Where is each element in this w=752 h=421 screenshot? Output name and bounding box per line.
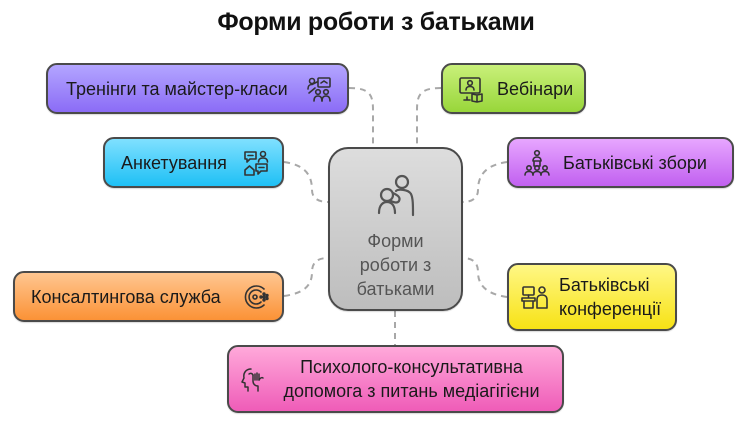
monitor-person-book-icon (457, 75, 485, 103)
head-hand-icon (239, 365, 267, 393)
conferences-label-line1: Батьківські (559, 275, 650, 295)
psych-label: Психолого-консультативна допомога з питан… (275, 355, 548, 403)
consulting-logo-icon (242, 283, 270, 311)
consulting-label: Консалтингова служба (31, 286, 221, 307)
psych-label-line1: Психолого-консультативна (300, 357, 523, 377)
node-consulting[interactable]: Консалтингова служба (13, 271, 284, 322)
node-parent-meetings[interactable]: Батьківські збори (507, 137, 734, 188)
diagram-title: Форми роботи з батьками (217, 8, 535, 36)
webinars-label: Вебінари (497, 78, 574, 99)
presenter-group-icon (305, 75, 333, 103)
survey-label: Анкетування (121, 152, 227, 173)
center-label: Форми роботи з батьками (356, 231, 435, 299)
trainings-label: Тренінги та майстер-класи (66, 78, 288, 99)
center-node[interactable]: Форми роботи з батьками (328, 147, 463, 311)
parent-child-icon (371, 171, 421, 221)
speaker-audience-icon (523, 149, 551, 177)
conferences-label-line2: конференції (559, 299, 662, 319)
node-conferences[interactable]: Батьківські конференції (507, 263, 677, 331)
node-survey[interactable]: Анкетування (103, 137, 284, 188)
chat-people-icon (242, 149, 270, 177)
node-trainings[interactable]: Тренінги та майстер-класи (46, 63, 349, 114)
node-webinars[interactable]: Вебінари (441, 63, 586, 114)
meetings-label: Батьківські збори (563, 152, 707, 173)
node-psych-help[interactable]: Психолого-консультативна допомога з питан… (227, 345, 564, 413)
psych-label-line2: допомога з питань медіагігієни (283, 381, 540, 401)
desk-person-icon (521, 283, 549, 311)
conferences-label: Батьківські конференції (559, 273, 661, 321)
